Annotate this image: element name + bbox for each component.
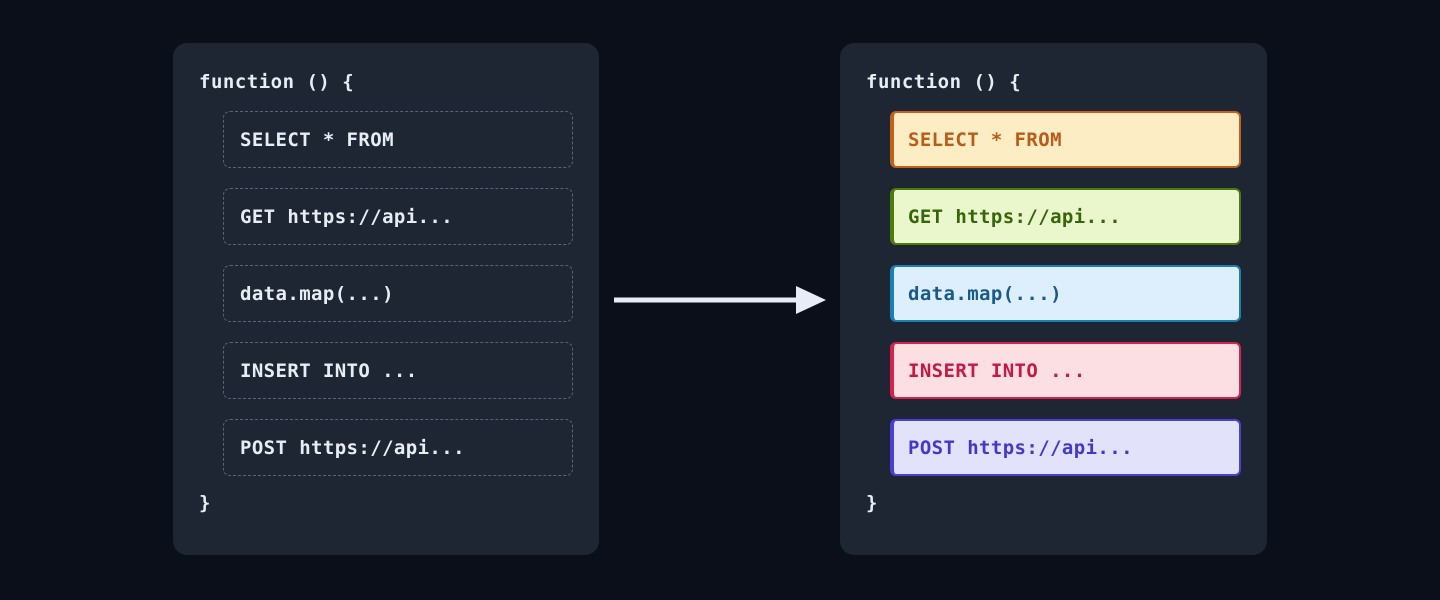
plain-statement-http-get[interactable]: GET https://api... [223,188,573,245]
statement-text: SELECT * FROM [908,128,1062,151]
statement-text: GET https://api... [908,205,1122,228]
statement-text: INSERT INTO ... [908,359,1086,382]
function-close-line-right: } [866,492,878,514]
plain-code-panel: function () { SELECT * FROM GET https://… [173,43,599,555]
function-open-line-left: function () { [199,71,355,93]
plain-statement-js-map[interactable]: data.map(...) [223,265,573,322]
highlighted-code-panel: function () { SELECT * FROM GET https://… [840,43,1267,555]
highlighted-statement-list: SELECT * FROM GET https://api... data.ma… [866,111,1241,476]
statement-text: SELECT * FROM [240,128,394,151]
statement-text: GET https://api... [240,205,454,228]
statement-text: POST https://api... [240,436,465,459]
statement-text: POST https://api... [908,436,1133,459]
plain-statement-sql-select[interactable]: SELECT * FROM [223,111,573,168]
right-arrow-icon [614,286,826,314]
plain-statement-http-post[interactable]: POST https://api... [223,419,573,476]
statement-text: data.map(...) [908,282,1062,305]
highlighted-statement-http-post[interactable]: POST https://api... [890,419,1241,476]
function-open-line-right: function () { [866,71,1022,93]
highlighted-statement-sql-insert[interactable]: INSERT INTO ... [890,342,1241,399]
plain-statement-sql-insert[interactable]: INSERT INTO ... [223,342,573,399]
statement-text: INSERT INTO ... [240,359,418,382]
highlighted-statement-sql-select[interactable]: SELECT * FROM [890,111,1241,168]
plain-statement-list: SELECT * FROM GET https://api... data.ma… [199,111,573,476]
highlighted-statement-http-get[interactable]: GET https://api... [890,188,1241,245]
highlighted-statement-js-map[interactable]: data.map(...) [890,265,1241,322]
statement-text: data.map(...) [240,282,394,305]
transformation-arrow [612,282,828,318]
function-close-line-left: } [199,492,211,514]
